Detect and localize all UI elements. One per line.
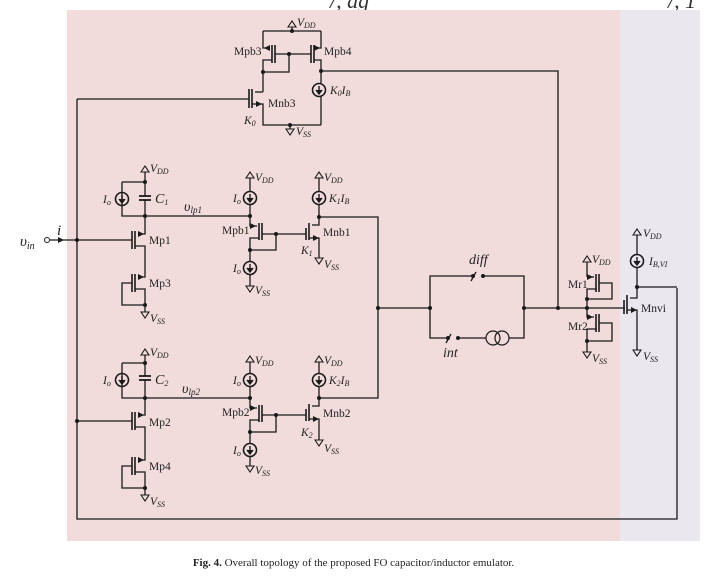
label-mpb3: Mpb3 xyxy=(234,46,262,58)
label-mnb1: Mnb1 xyxy=(323,227,351,239)
branch-1 xyxy=(77,165,250,319)
label-int: int xyxy=(443,346,459,361)
switch-block xyxy=(376,271,625,346)
figure-caption: Fig. 4. Overall topology of the proposed… xyxy=(0,557,707,569)
caption-prefix: Fig. 4. xyxy=(192,557,222,569)
label-io-mpb1-top: Io xyxy=(232,193,241,206)
label-vss-mnb2: VSS xyxy=(324,443,339,456)
label-io-mpb2-top: Io xyxy=(232,375,241,388)
label-vlp2: υlp2 xyxy=(182,382,200,397)
label-k1: K1 xyxy=(300,245,313,258)
label-mp4: Mp4 xyxy=(149,461,171,473)
input-node xyxy=(44,99,678,520)
cropped-heading-fragment-right: /, 1 xyxy=(668,0,697,13)
cropped-heading-fragment: /, ag xyxy=(330,0,370,13)
label-mpb1: Mpb1 xyxy=(222,225,250,237)
label-vss-top: VSS xyxy=(296,126,311,139)
label-vss-mr: VSS xyxy=(592,353,607,366)
label-vdd-top: VDD xyxy=(297,17,316,30)
label-mp3: Mp3 xyxy=(149,278,171,290)
label-vdd-mnb1: VDD xyxy=(324,172,343,185)
label-mpb2: Mpb2 xyxy=(222,407,250,419)
label-io-mpb2-bottom: Io xyxy=(232,445,241,458)
label-mr1: Mr1 xyxy=(568,279,588,291)
stage-2 xyxy=(242,308,379,473)
label-mp2: Mp2 xyxy=(149,417,171,429)
branch-2 xyxy=(75,348,250,502)
label-k2: K2 xyxy=(300,427,313,440)
label-vdd-b2: VDD xyxy=(150,347,169,360)
label-vdd-mr: VDD xyxy=(592,254,611,267)
label-mnb2: Mnb2 xyxy=(323,408,351,420)
label-mnvi: Mnvi xyxy=(641,303,666,315)
label-c2: C2 xyxy=(155,373,168,388)
label-c1: C1 xyxy=(155,192,168,207)
label-io-mpb1-bottom: Io xyxy=(232,263,241,276)
mnvi-block xyxy=(623,228,677,357)
label-diff: diff xyxy=(469,253,490,268)
label-vss-b2: VSS xyxy=(150,496,165,509)
stage-1 xyxy=(242,171,379,308)
bias-block-top xyxy=(77,20,559,308)
label-vin: υin xyxy=(20,234,35,252)
label-vdd-mnvi: VDD xyxy=(643,228,662,241)
label-mp1: Mp1 xyxy=(149,235,171,247)
caption-text: Overall topology of the proposed FO capa… xyxy=(224,557,515,569)
label-vss-b1: VSS xyxy=(150,313,165,326)
label-mnb3: Mnb3 xyxy=(268,98,296,110)
side-panel xyxy=(620,10,700,541)
label-k0ib: K0IB xyxy=(329,85,351,98)
label-i: i xyxy=(57,223,61,239)
label-vdd-mnb2: VDD xyxy=(324,355,343,368)
label-io-b1: Io xyxy=(102,194,111,207)
label-k2ib: K2IB xyxy=(328,375,350,388)
label-vss-mpb1: VSS xyxy=(255,285,270,298)
mr-block xyxy=(582,255,613,359)
label-vss-mnb1: VSS xyxy=(324,259,339,272)
label-vdd-b1: VDD xyxy=(150,163,169,176)
label-vdd-mpb1: VDD xyxy=(255,172,274,185)
label-io-b2: Io xyxy=(102,375,111,388)
label-k0: K0 xyxy=(243,115,256,128)
label-k1ib: K1IB xyxy=(328,193,350,206)
label-mpb4: Mpb4 xyxy=(324,46,352,58)
label-vss-mnvi: VSS xyxy=(643,351,658,364)
label-vdd-mpb2: VDD xyxy=(255,355,274,368)
label-mr2: Mr2 xyxy=(568,321,588,333)
label-vlp1: υlp1 xyxy=(184,200,202,215)
label-vss-mpb2: VSS xyxy=(255,465,270,478)
label-ibvi: IB,VI xyxy=(648,256,668,269)
